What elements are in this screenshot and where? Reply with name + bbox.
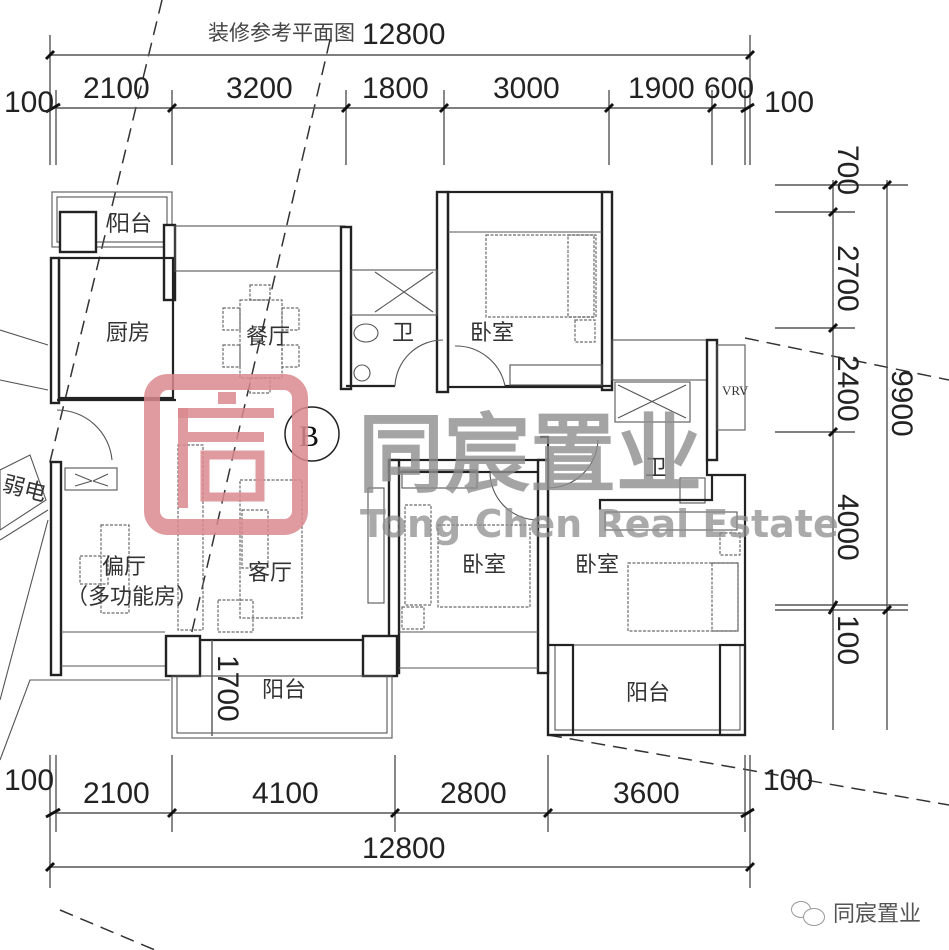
bottom-dimensions: 100 2100 4100 2800 3600 100 12800 xyxy=(4,755,813,888)
top-dimension-1: 2100 xyxy=(83,72,150,105)
bottom-dimension-2: 4100 xyxy=(252,777,319,810)
top-dimension-2: 3200 xyxy=(226,72,293,105)
plan-title: 装修参考平面图 xyxy=(208,21,355,45)
wechat-icon xyxy=(790,899,825,926)
reference-lines xyxy=(47,0,949,950)
bottom-dimension-3: 2800 xyxy=(440,777,507,810)
room-label-bath-2: 卫 xyxy=(645,456,667,481)
room-labels: 阳台 厨房 餐厅 卫 卧室 卫 偏厅 （多功能房） 客厅 卧室 卧室 阳台 阳台… xyxy=(0,212,670,736)
top-total-dimension: 12800 xyxy=(362,18,445,51)
room-label-dining: 餐厅 xyxy=(246,325,290,350)
right-total-dimension: 9900 xyxy=(885,370,918,437)
bottom-total-dimension: 12800 xyxy=(362,832,445,865)
room-label-living: 客厅 xyxy=(248,561,292,586)
room-label-bedroom-2: 卧室 xyxy=(462,553,506,578)
room-label-multifunction: （多功能房） xyxy=(66,585,198,610)
top-dimension-7: 100 xyxy=(764,86,814,119)
room-label-master-balcony: 阳台 xyxy=(626,681,670,706)
vrv-label: VRV xyxy=(722,383,749,398)
seal-logo-icon xyxy=(144,374,308,535)
footer-account: 同宸置业 xyxy=(790,896,921,928)
room-label-kitchen: 厨房 xyxy=(106,321,150,346)
room-label-bath-1: 卫 xyxy=(392,321,414,346)
right-dimension-2: 2400 xyxy=(831,355,864,422)
footer-account-name: 同宸置业 xyxy=(832,902,921,927)
walls: VRV xyxy=(0,190,749,761)
right-dimensions: 700 2700 2400 4000 100 9900 xyxy=(775,145,918,730)
room-label-living-balcony: 阳台 xyxy=(262,678,306,703)
watermark: 同宸置业 Tong Chen Real Estate xyxy=(144,374,839,546)
bottom-dimension-4: 3600 xyxy=(613,777,680,810)
bottom-dimension-0: 100 xyxy=(4,764,54,797)
room-label-bedroom-1: 卧室 xyxy=(470,321,514,346)
watermark-chinese: 同宸置业 xyxy=(358,405,702,505)
right-dimension-3: 4000 xyxy=(831,494,864,561)
room-label-kitchen-balcony: 阳台 xyxy=(108,212,152,237)
balcony-depth-dimension: 1700 xyxy=(211,655,244,722)
right-dimension-1: 2700 xyxy=(831,245,864,312)
top-dimension-4: 3000 xyxy=(493,72,560,105)
watermark-english: Tong Chen Real Estate xyxy=(360,502,839,546)
room-label-side-hall: 偏厅 xyxy=(102,555,146,580)
top-dimension-3: 1800 xyxy=(362,72,429,105)
top-dimension-5: 1900 xyxy=(628,72,695,105)
top-dimensions: 装修参考平面图 12800 100 2100 3200 1800 3000 19… xyxy=(4,18,814,165)
room-label-bedroom-3: 卧室 xyxy=(575,553,619,578)
top-dimension-6: 600 xyxy=(704,72,754,105)
bottom-dimension-5: 100 xyxy=(763,764,813,797)
top-dimension-0: 100 xyxy=(4,86,54,119)
right-dimension-4: 100 xyxy=(831,615,864,665)
bottom-dimension-1: 2100 xyxy=(83,777,150,810)
room-label-low-voltage: 弱电 xyxy=(0,472,49,507)
right-dimension-0: 700 xyxy=(831,145,864,195)
